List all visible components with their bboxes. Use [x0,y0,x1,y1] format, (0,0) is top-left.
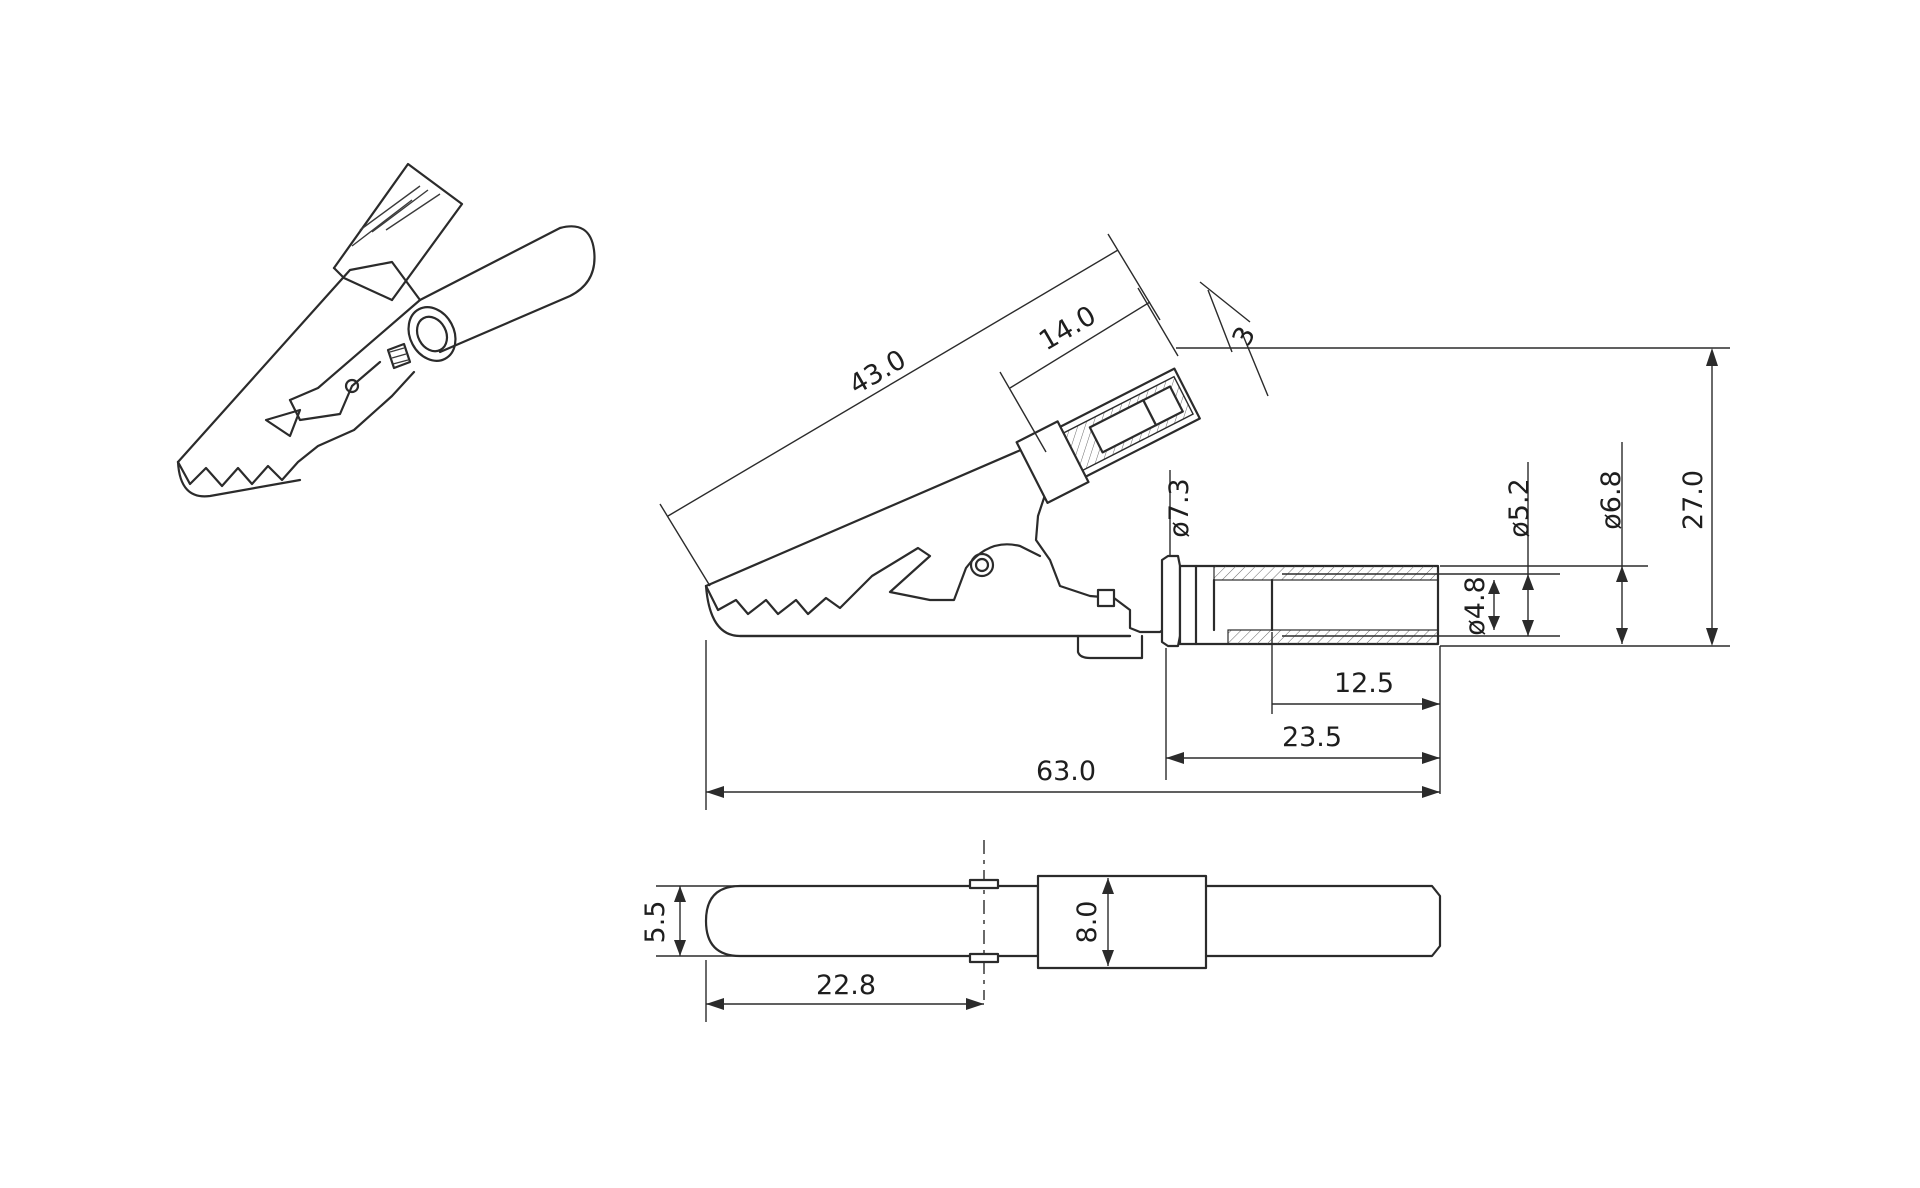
isometric-view [176,162,596,498]
dim-jaw-width: 5.5 [640,885,740,957]
dim-label-6-8: ø6.8 [1596,470,1627,529]
dim-bore: ø5.2 [1282,462,1560,637]
dim-label-3: 3 [1227,322,1262,351]
dim-label-14: 14.0 [1034,300,1102,357]
dim-barrel-length: 23.5 [1165,648,1440,780]
dim-label-12-5: 12.5 [1334,668,1394,699]
dim-body-width: 8.0 [1072,878,1114,966]
dim-jaw-length: 43.0 [659,233,1161,587]
side-view [704,367,1440,660]
dim-label-5-2: ø5.2 [1504,478,1535,537]
dim-barrel: ø6.8 [1440,442,1648,644]
dim-label-22-8: 22.8 [816,970,876,1001]
dim-overall: 63.0 [705,640,1440,810]
dim-pivot-offset: 22.8 [705,960,984,1022]
dim-flange: ø7.3 [1164,470,1195,556]
dim-label-7-3: ø7.3 [1164,478,1195,537]
top-view [704,840,1442,1000]
dim-label-23-5: 23.5 [1282,722,1342,753]
dim-bore-depth: 12.5 [1271,632,1441,794]
dim-label-27: 27.0 [1678,470,1709,530]
dim-label-8: 8.0 [1072,901,1103,944]
dim-label-5-5: 5.5 [640,901,671,944]
dim-label-4-8: ø4.8 [1460,576,1491,635]
dim-small-3: 3 [1199,281,1269,397]
dim-bore-inner: ø4.8 [1460,576,1500,636]
dim-height: 27.0 [1176,347,1730,647]
dim-label-63: 63.0 [1036,756,1096,787]
